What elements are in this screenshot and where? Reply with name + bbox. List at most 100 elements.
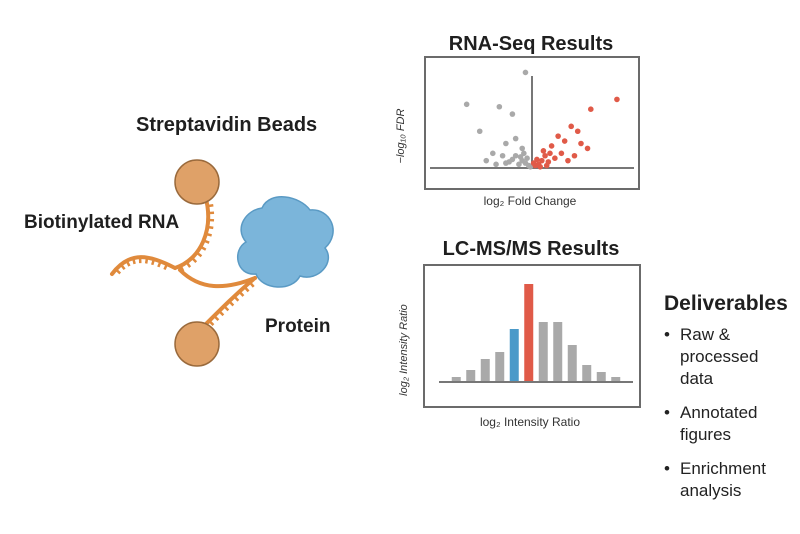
bar [582, 365, 592, 382]
deliverable-item: • Enrichment analysis [664, 458, 794, 502]
streptavidin-bead-bottom [174, 321, 220, 367]
volcano-point [521, 150, 527, 157]
base-pair-rung [248, 281, 255, 288]
bar [466, 370, 476, 382]
bullet-icon: • [664, 459, 670, 478]
base-pair-rung [179, 265, 185, 272]
biotinylated-rna-label: Biotinylated RNA [24, 212, 180, 233]
volcano-point [578, 140, 584, 147]
volcano-point [552, 155, 558, 161]
volcano-point [568, 123, 574, 130]
volcano-point [561, 138, 568, 144]
bar [509, 329, 519, 382]
volcano-point [537, 163, 543, 170]
bar [553, 322, 563, 382]
volcano-point [558, 150, 565, 157]
base-pair-rung [205, 232, 212, 237]
bar [611, 377, 621, 382]
volcano-plot [430, 69, 634, 170]
base-pair-rung [207, 203, 214, 208]
bullet-icon: • [664, 403, 670, 422]
bar [538, 322, 548, 382]
bar [480, 359, 490, 382]
volcano-point [516, 161, 522, 168]
deliverable-text: Raw & processed data [680, 325, 759, 388]
volcano-point [543, 162, 550, 169]
base-pair-rung [203, 239, 210, 244]
bar [495, 352, 505, 382]
volcano-point [588, 106, 594, 112]
volcano-point [547, 150, 553, 157]
volcano-point [476, 128, 483, 135]
streptavidin-bead-top [174, 159, 220, 205]
volcano-point [499, 152, 506, 159]
deliverable-text: Annotated figures [680, 403, 758, 444]
volcano-point [503, 160, 509, 166]
base-pair-rung [199, 245, 207, 251]
pulldown-diagram [110, 159, 334, 367]
volcano-point [548, 143, 555, 149]
bar-y-axis-label: log₂ Intensity Ratio [398, 304, 410, 396]
base-pair-rung [208, 319, 215, 326]
volcano-point [509, 111, 516, 117]
base-pair-rung [163, 263, 169, 271]
protein-label: Protein [265, 316, 331, 337]
volcano-point [503, 140, 509, 147]
deliverables-title: Deliverables [664, 292, 788, 315]
volcano-point [574, 128, 581, 135]
base-pair-rung [213, 314, 220, 322]
volcano-point [571, 152, 578, 159]
volcano-point [490, 150, 496, 157]
base-pair-rung [114, 268, 122, 275]
lcms-title: LC-MS/MS Results [442, 238, 620, 260]
bar-x-axis-label: log₂ Intensity Ratio [479, 415, 581, 429]
volcano-point [534, 156, 540, 163]
volcano-point [512, 135, 519, 142]
volcano-point [463, 101, 470, 108]
volcano-y-axis-label: −log₁₀ FDR [395, 108, 407, 164]
volcano-point [496, 103, 503, 110]
bar [524, 284, 534, 382]
bar [451, 377, 461, 382]
protein-blob [236, 196, 334, 288]
volcano-point [527, 163, 534, 170]
base-pair-rung [238, 290, 245, 297]
base-pair-rung [119, 263, 126, 271]
deliverable-item: • Raw & processed data [664, 324, 794, 390]
base-pair-rung [228, 300, 235, 307]
base-pair-rung [125, 260, 131, 267]
volcano-point [584, 145, 591, 152]
base-pair-rung [144, 257, 149, 264]
base-pair-rung [185, 261, 192, 268]
volcano-point [483, 157, 490, 164]
volcano-point [542, 152, 548, 159]
base-pair-rung [223, 305, 230, 312]
base-pair-rung [218, 310, 225, 317]
bar [567, 345, 577, 382]
base-pair-rung [151, 258, 156, 266]
volcano-point [522, 69, 529, 76]
deliverables-section: Deliverables • Raw & processed data • An… [664, 292, 794, 514]
volcano-point [524, 155, 530, 161]
base-pair-rung [233, 295, 240, 302]
base-pair-rung [207, 225, 214, 230]
rna-seq-title: RNA-Seq Results [448, 33, 614, 55]
volcano-point [519, 145, 525, 152]
base-pair-rung [191, 256, 198, 263]
volcano-point [512, 152, 519, 159]
bar-chart [439, 284, 633, 383]
streptavidin-beads-label: Streptavidin Beads [136, 114, 318, 136]
volcano-point [555, 133, 561, 139]
deliverable-item: • Annotated figures [664, 402, 794, 446]
deliverable-text: Enrichment analysis [680, 459, 766, 500]
volcano-point [517, 154, 524, 160]
volcano-point [530, 160, 537, 166]
bar [596, 372, 606, 382]
bullet-icon: • [664, 325, 670, 344]
volcano-point [540, 148, 547, 154]
base-pair-rung [195, 251, 203, 258]
volcano-x-axis-label: log₂ Fold Change [483, 194, 577, 208]
volcano-point [614, 96, 620, 103]
base-pair-rung [243, 286, 250, 293]
volcano-plot-panel [424, 56, 640, 190]
